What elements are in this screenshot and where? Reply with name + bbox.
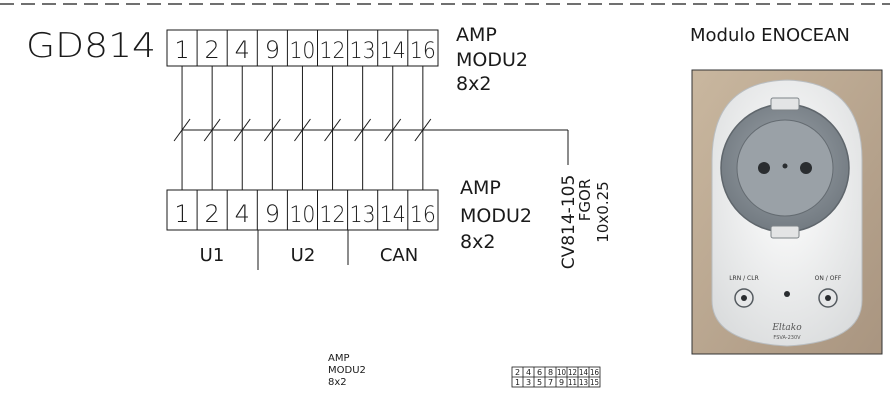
cable-size: 10x0.25	[594, 181, 612, 242]
status-led	[784, 291, 790, 297]
pin-layout-cell: 12	[568, 368, 577, 377]
pin-layout-cell: 7	[548, 378, 553, 387]
top-connector-line3: 8x2	[456, 73, 491, 95]
socket-earth-clip-top	[770, 97, 800, 111]
top-pin-1: 1	[174, 36, 189, 64]
pin-layout-cell: 1	[515, 378, 520, 387]
on-off-label: ON / OFF	[815, 275, 842, 282]
pin-layout-cell: 3	[526, 378, 531, 387]
lrn-clr-label: LRN / CLR	[729, 275, 759, 282]
legend-connector-line1: AMP	[328, 353, 350, 364]
top-connector-line1: AMP	[456, 24, 497, 46]
top-pin-12: 12	[320, 39, 346, 64]
pin-layout-cell: 15	[590, 378, 599, 387]
socket-center-hole	[782, 163, 788, 169]
bottom-pin-2: 2	[205, 200, 220, 228]
top-pin-10: 10	[289, 39, 315, 64]
cable-label: CV814-105 FGOR 10x0.25	[559, 175, 612, 270]
bottom-connector-label: AMP MODU2 8x2	[460, 177, 532, 253]
bottom-connector-line3: 8x2	[460, 231, 495, 253]
top-pin-14: 14	[380, 39, 406, 64]
legend-connector-line3: 8x2	[328, 377, 347, 388]
cable-branch	[402, 129, 569, 165]
module-photo: LRN / CLR ON / OFF Eltako FSVA-230V	[691, 69, 883, 355]
top-pin-16: 16	[410, 39, 436, 64]
pin-layout-cell: 5	[537, 378, 542, 387]
top-pin-2: 2	[205, 36, 220, 64]
bottom-pin-strip-border	[166, 189, 439, 231]
bottom-pin-9: 9	[265, 200, 280, 228]
wire-bundle	[173, 66, 432, 190]
bottom-connector-line1: AMP	[460, 177, 501, 199]
cable-code: CV814-105	[559, 175, 579, 270]
socket-hole-right	[800, 162, 812, 174]
brand-logo: Eltako	[771, 323, 802, 333]
top-connector-line2: MODU2	[456, 49, 528, 71]
top-pin-13: 13	[350, 39, 376, 64]
pin-layout-cell: 11	[568, 378, 577, 387]
pin-layout-cell: 6	[537, 368, 542, 377]
group-label-u1: U1	[200, 245, 225, 266]
legend-connector-line2: MODU2	[328, 365, 366, 376]
pin-layout-cell: 9	[559, 378, 564, 387]
signal-groups: U1 U2 CAN	[200, 230, 418, 270]
cable-type: FGOR	[576, 179, 594, 221]
bottom-connector-line2: MODU2	[460, 205, 532, 227]
pin-layout-cell: 14	[579, 368, 588, 377]
pin-layout-cell: 8	[548, 368, 553, 377]
bottom-pin-16: 16	[410, 203, 436, 228]
pin-layout-cell: 4	[526, 368, 531, 377]
top-pin-4: 4	[235, 36, 250, 64]
pin-layout-cell: 2	[515, 368, 520, 377]
bottom-pin-13: 13	[350, 203, 376, 228]
legend-connector-label: AMP MODU2 8x2	[328, 353, 366, 388]
pin-layout-cell: 16	[590, 368, 599, 377]
bottom-pin-10: 10	[289, 203, 315, 228]
pin-layout-cell: 13	[579, 378, 588, 387]
top-pin-9: 9	[265, 36, 280, 64]
top-connector-label: AMP MODU2 8x2	[456, 24, 528, 95]
bottom-pin-4: 4	[235, 200, 250, 228]
socket-hole-left	[758, 162, 770, 174]
model-label: FSVA-230V	[773, 335, 801, 341]
bottom-pin-14: 14	[380, 203, 406, 228]
connector-code: GD814	[26, 26, 156, 66]
bottom-pin-1: 1	[174, 200, 189, 228]
pin-layout-cell: 10	[557, 368, 566, 377]
module-title: Modulo ENOCEAN	[690, 25, 850, 46]
group-label-can: CAN	[380, 245, 418, 266]
group-label-u2: U2	[291, 245, 316, 266]
socket-earth-clip-bottom	[770, 225, 800, 239]
bottom-pin-12: 12	[320, 203, 346, 228]
